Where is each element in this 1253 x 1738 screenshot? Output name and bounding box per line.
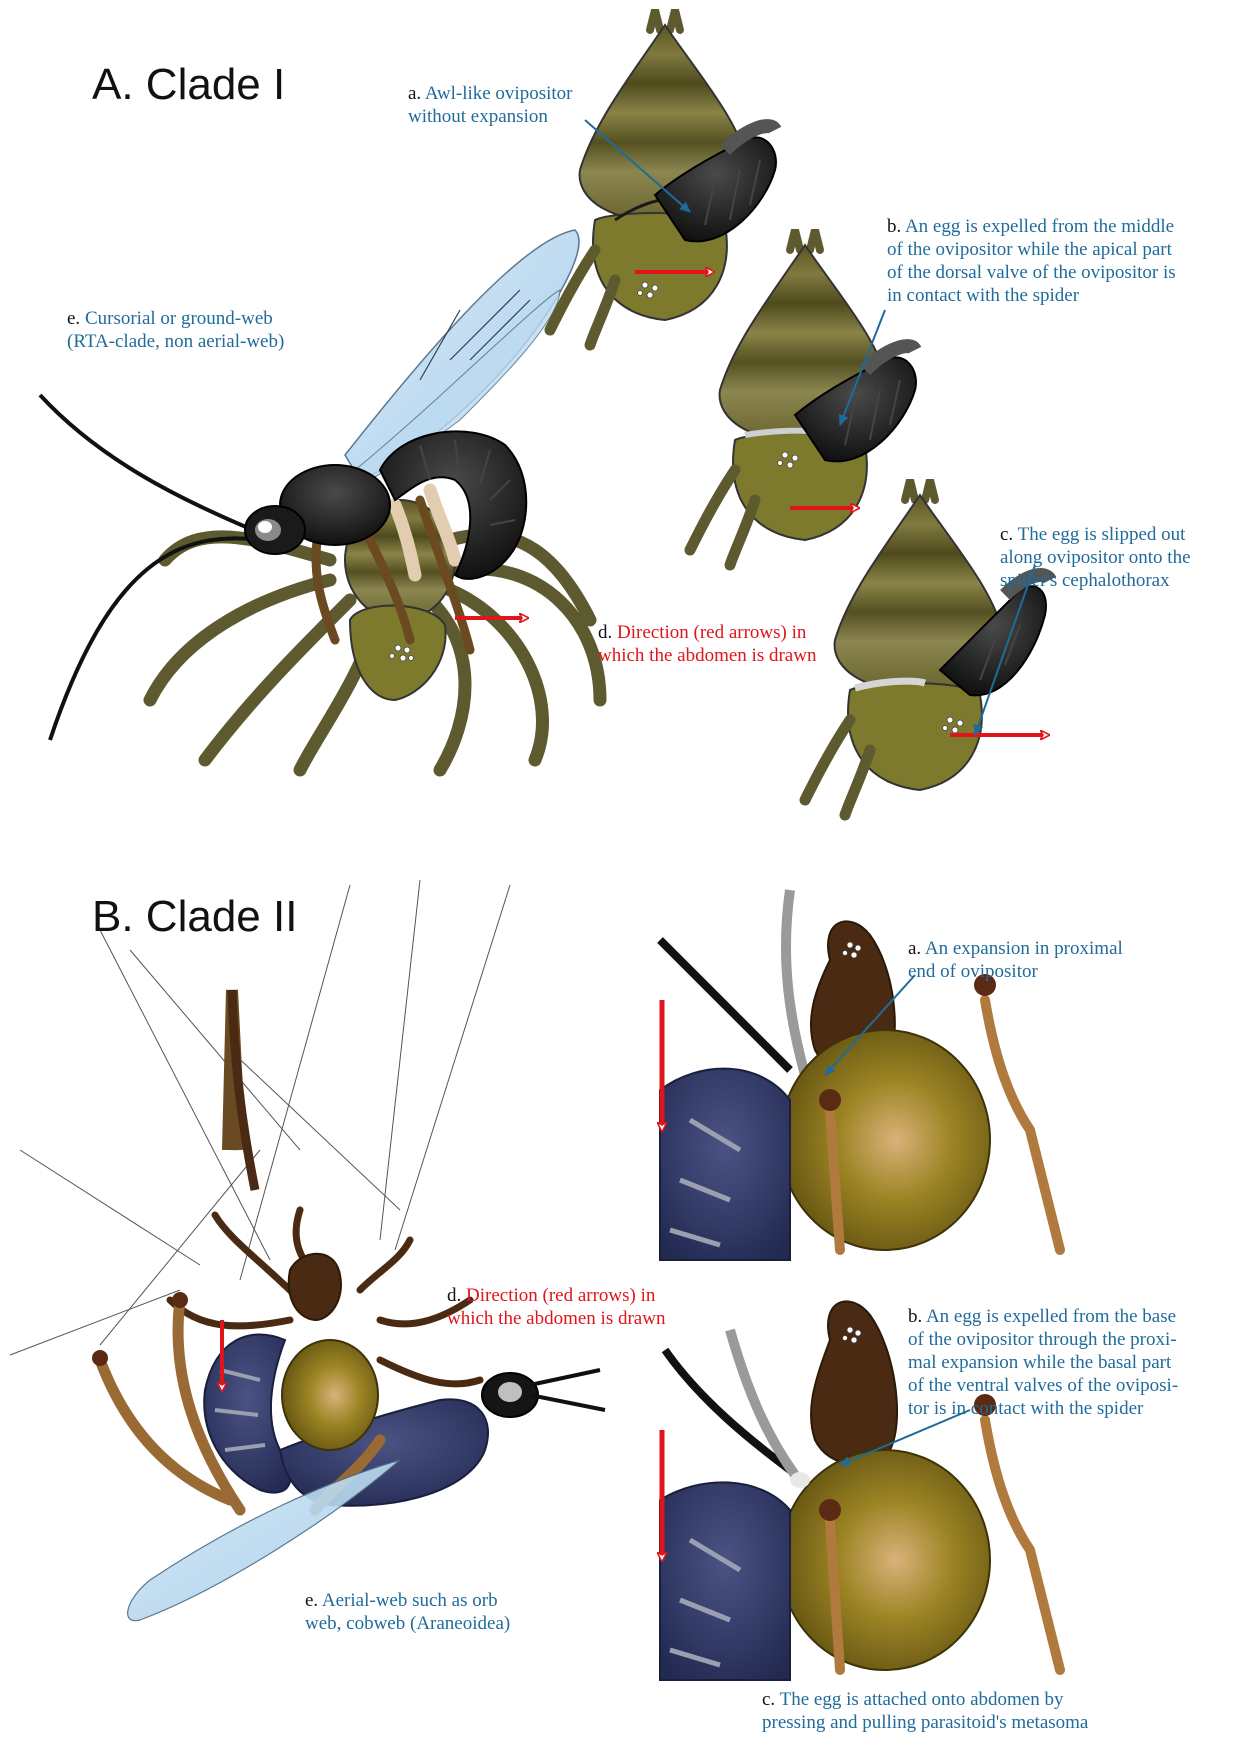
clade-ii-label-a: a. An expansion in proximal end of ovipo… xyxy=(908,937,1123,983)
clade-i-label-e: e. Cursorial or ground-web (RTA-clade, n… xyxy=(67,307,284,353)
clade-i-label-c: c. The egg is slipped out along oviposit… xyxy=(1000,523,1191,592)
clade-ii-label-d: d. Direction (red arrows) in which the a… xyxy=(447,1284,665,1330)
clade-i-heading: A. Clade I xyxy=(92,60,285,110)
clade-ii-label-e: e. Aerial-web such as orb web, cobweb (A… xyxy=(305,1589,510,1635)
clade-ii-label-c: c. The egg is attached onto abdomen by p… xyxy=(762,1688,1088,1734)
clade-ii-heading: B. Clade II xyxy=(92,892,297,942)
clade-i-closeup-b xyxy=(690,230,916,565)
clade-i-closeup-a xyxy=(550,10,776,345)
clade-i-label-d: d. Direction (red arrows) in which the a… xyxy=(598,621,816,667)
clade-ii-label-b: b. An egg is expelled from the base of t… xyxy=(908,1305,1178,1420)
clade-ii-web-and-wasp xyxy=(10,880,605,1621)
clade-i-label-a: a. Awl-like ovipositor without expansion xyxy=(408,82,573,128)
clade-i-label-b: b. An egg is expelled from the middle of… xyxy=(887,215,1176,307)
